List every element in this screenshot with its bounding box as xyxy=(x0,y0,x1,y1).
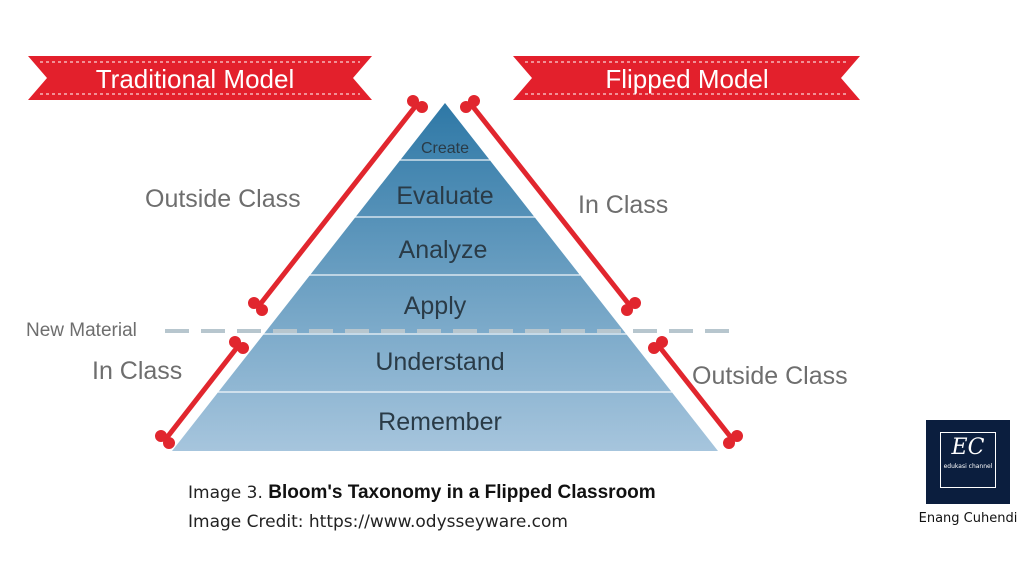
pyramid-level-create: Create xyxy=(421,140,469,157)
pyramid-level-apply: Apply xyxy=(404,292,467,320)
logo-monogram: EC xyxy=(951,435,985,460)
traditional-outside-class-label: Outside Class xyxy=(145,185,301,213)
image-caption-title: Image 3. Bloom's Taxonomy in a Flipped C… xyxy=(188,482,656,504)
pyramid-level-evaluate: Evaluate xyxy=(396,182,493,210)
image-caption-credit: Image Credit: https://www.odysseyware.co… xyxy=(188,512,568,532)
pyramid: Create Evaluate Analyze Apply Understand… xyxy=(172,103,718,451)
traditional-outside-class-arrow xyxy=(248,95,428,316)
flipped-in-class-label: In Class xyxy=(578,191,668,219)
pyramid-level-understand: Understand xyxy=(375,348,504,376)
traditional-in-class-label: In Class xyxy=(92,357,182,385)
pyramid-level-analyze: Analyze xyxy=(399,236,488,264)
traditional-in-class-arrow xyxy=(155,336,249,449)
caption-prefix: Image 3. xyxy=(188,483,263,503)
logo-frame: EC edukasi channel xyxy=(940,432,996,488)
flipped-outside-class-label: Outside Class xyxy=(692,362,848,390)
caption-title: Bloom's Taxonomy in a Flipped Classroom xyxy=(268,482,656,503)
channel-logo: EC edukasi channel xyxy=(926,420,1010,504)
flipped-model-banner: Flipped Model xyxy=(513,56,860,100)
flipped-model-label: Flipped Model xyxy=(605,64,768,94)
author-name: Enang Cuhendi xyxy=(918,511,1018,526)
new-material-label: New Material xyxy=(26,320,137,341)
pyramid-level-remember: Remember xyxy=(378,408,502,436)
traditional-model-banner: Traditional Model xyxy=(28,56,372,100)
flipped-in-class-arrow xyxy=(460,95,641,316)
traditional-model-label: Traditional Model xyxy=(96,64,294,94)
logo-subtitle: edukasi channel xyxy=(943,463,993,470)
flipped-outside-class-arrow xyxy=(648,336,743,449)
